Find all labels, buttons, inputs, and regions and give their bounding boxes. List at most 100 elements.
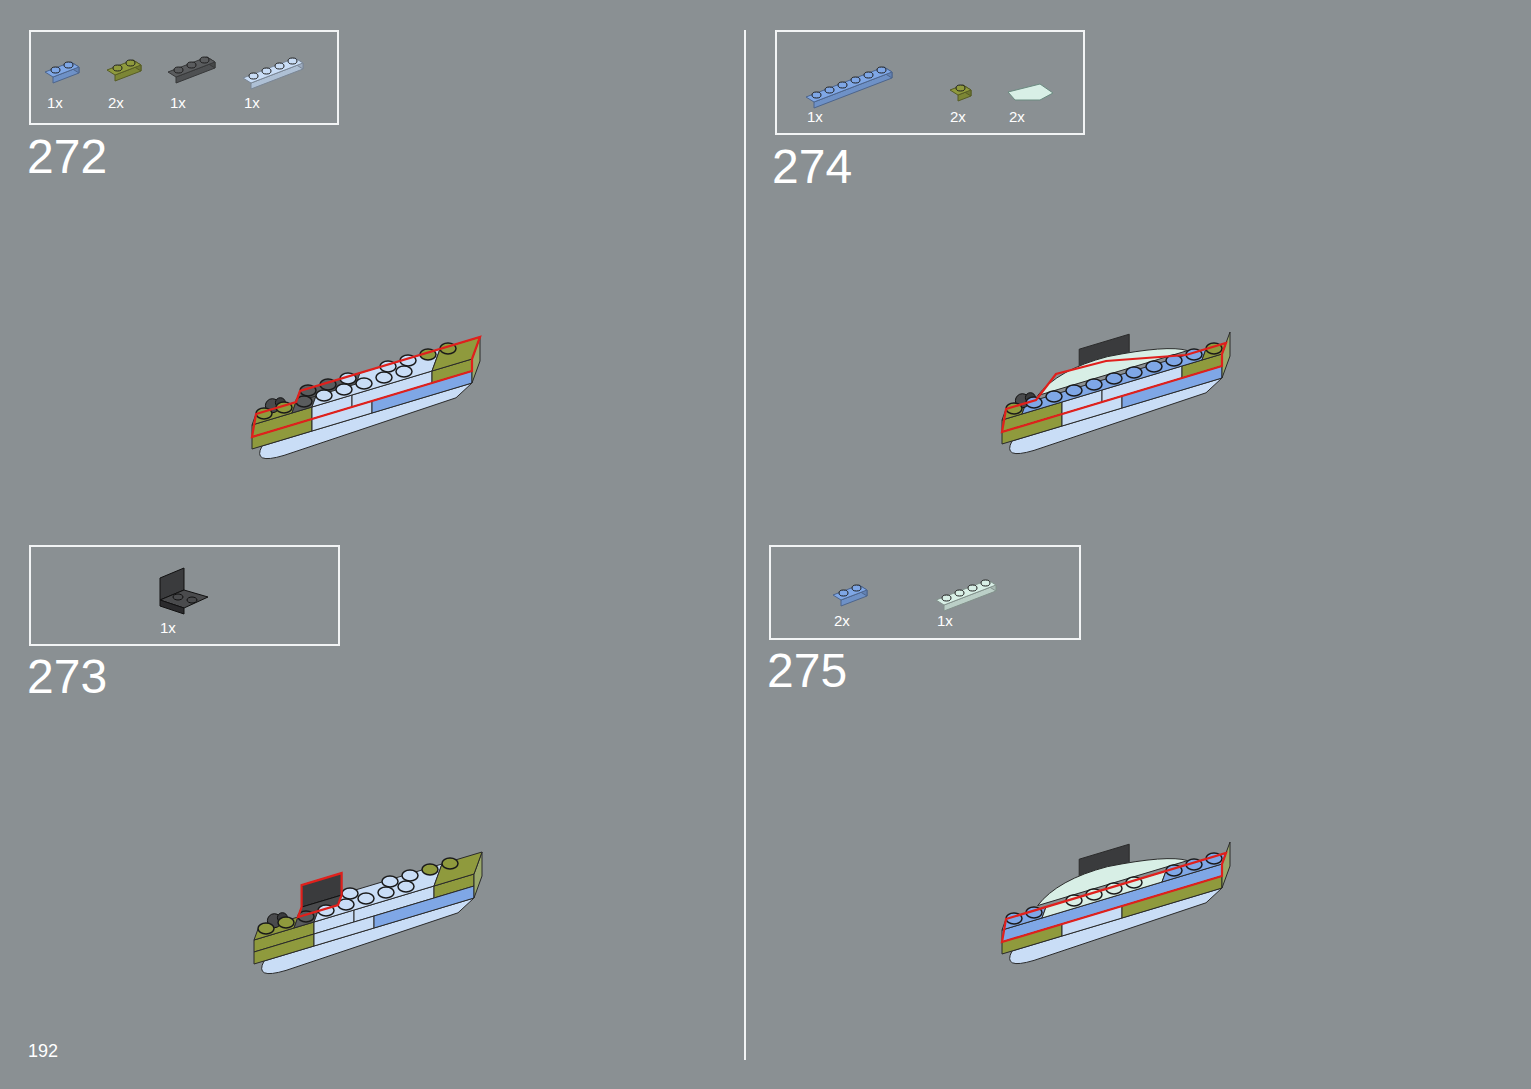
boat-model xyxy=(254,852,482,974)
stud xyxy=(336,384,352,395)
new-part-outline xyxy=(1002,853,1226,942)
part-icon xyxy=(806,67,892,108)
part-quantity: 2x xyxy=(1009,108,1025,125)
stud xyxy=(126,60,135,66)
stud xyxy=(396,366,412,377)
stud xyxy=(956,85,965,91)
stud xyxy=(258,923,274,934)
hull-layer xyxy=(314,916,374,946)
stud xyxy=(174,67,183,73)
part-side xyxy=(814,72,892,108)
stud xyxy=(358,893,374,904)
part-top xyxy=(936,580,996,605)
bracket-front xyxy=(160,600,184,614)
stud xyxy=(288,58,297,64)
parts-box: 1x2x2x xyxy=(775,30,1085,135)
stud xyxy=(422,864,438,875)
stud xyxy=(825,87,834,93)
part-top xyxy=(243,58,303,83)
hull-layer xyxy=(374,886,474,928)
stud xyxy=(113,65,122,71)
part-quantity: 1x xyxy=(47,94,63,111)
part-top xyxy=(107,60,141,75)
boat-model xyxy=(1002,332,1230,454)
parts-box: 1x xyxy=(29,545,340,646)
stud xyxy=(839,590,848,596)
stud xyxy=(51,67,60,73)
page-number: 192 xyxy=(28,1042,58,1060)
top-plate xyxy=(312,349,440,407)
step-number: 272 xyxy=(27,133,107,181)
step-number: 274 xyxy=(772,143,852,191)
stud xyxy=(402,870,418,881)
stern-end xyxy=(1222,332,1230,378)
part-icon xyxy=(833,585,867,606)
step-number: 273 xyxy=(27,653,107,701)
stud xyxy=(382,876,398,887)
stud xyxy=(187,62,196,68)
boat-model xyxy=(252,337,480,459)
slope-icon xyxy=(1008,84,1053,100)
stud xyxy=(955,590,964,596)
top-plate xyxy=(434,852,482,886)
stud xyxy=(851,77,860,83)
page-divider xyxy=(744,30,746,1060)
hull-layer xyxy=(1122,366,1222,408)
grip-plate-icon xyxy=(168,57,215,83)
part-icon xyxy=(950,85,971,101)
part-top xyxy=(806,67,892,102)
stern-end xyxy=(1222,842,1230,888)
stud xyxy=(838,82,847,88)
new-part-outline xyxy=(1002,343,1226,432)
stud xyxy=(342,888,358,899)
stud xyxy=(262,68,271,74)
part-quantity: 2x xyxy=(834,612,850,629)
part-quantity: 1x xyxy=(937,612,953,629)
stud xyxy=(1086,379,1102,390)
bracket-icon xyxy=(160,568,208,614)
part-quantity: 2x xyxy=(108,94,124,111)
stud xyxy=(187,597,197,603)
stud xyxy=(1066,385,1082,396)
part-top xyxy=(833,585,867,600)
stud xyxy=(173,594,183,600)
part-quantity: 1x xyxy=(244,94,260,111)
stud xyxy=(278,917,294,928)
stud xyxy=(64,62,73,68)
stud xyxy=(398,881,414,892)
stud xyxy=(1046,391,1062,402)
stud xyxy=(249,73,258,79)
hull-layer xyxy=(1002,864,1222,942)
stud xyxy=(812,92,821,98)
stud xyxy=(316,390,332,401)
stud xyxy=(376,372,392,383)
part-icon xyxy=(107,60,141,81)
stud xyxy=(1106,373,1122,384)
new-part-outline xyxy=(252,337,480,437)
stud xyxy=(981,580,990,586)
stud xyxy=(1146,361,1162,372)
step-number: 275 xyxy=(767,647,847,695)
hull-layer xyxy=(254,934,314,964)
part-top xyxy=(950,85,971,95)
part-top xyxy=(45,62,79,77)
stud xyxy=(200,57,209,63)
part-top xyxy=(168,57,215,77)
stud xyxy=(356,378,372,389)
parts-box: 2x 1x xyxy=(769,545,1081,640)
new-part-outline xyxy=(298,873,342,917)
hull-layer xyxy=(372,371,472,413)
boat-model xyxy=(1002,842,1230,964)
stud xyxy=(968,585,977,591)
stud xyxy=(275,63,284,69)
part-icon xyxy=(243,58,303,89)
stud xyxy=(942,595,951,601)
part-icon xyxy=(45,62,79,83)
stud xyxy=(378,887,394,898)
part-icon xyxy=(936,580,996,611)
stud xyxy=(442,858,458,869)
stud xyxy=(852,585,861,591)
stud xyxy=(877,67,886,73)
stud xyxy=(1126,367,1142,378)
part-quantity: 1x xyxy=(170,94,186,111)
